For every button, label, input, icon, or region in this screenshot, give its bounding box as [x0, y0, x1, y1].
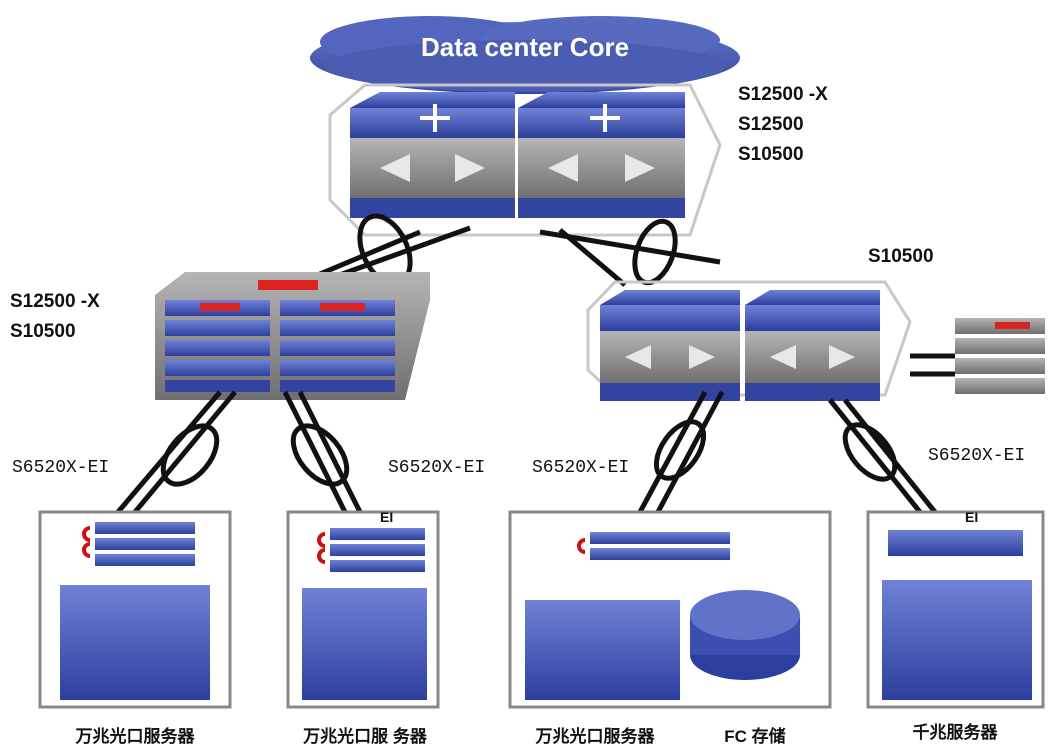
- core-cluster-outline: [328, 83, 722, 237]
- server-label-2: 万兆光口服 务器: [302, 726, 428, 746]
- access-tag-2: EI: [965, 509, 978, 525]
- core-cloud: Data center Core: [310, 16, 740, 94]
- fc-storage-icon: [690, 590, 800, 680]
- left-agg-model-2: S10500: [10, 321, 76, 342]
- access-model-1: S6520X-EI: [12, 458, 109, 478]
- server-box-2: EI: [286, 509, 440, 709]
- core-model-3: S10500: [738, 144, 804, 165]
- core-switch-right: [518, 92, 685, 218]
- server-label-4: FC 存储: [724, 726, 785, 746]
- server-box-4: EI: [866, 509, 1045, 709]
- server-label-1: 万兆光口服务器: [75, 726, 196, 746]
- side-links: [910, 353, 955, 377]
- arrows-icon: [380, 154, 485, 182]
- right-agg-model: S10500: [868, 246, 934, 267]
- right-agg-switch-right: [745, 290, 880, 401]
- core-model-1: S12500 -X: [738, 84, 828, 105]
- core-cloud-label: Data center Core: [421, 32, 629, 62]
- side-switch-stack: [955, 318, 1045, 394]
- access-model-4: S6520X-EI: [928, 446, 1025, 466]
- arrows-icon: [548, 154, 655, 182]
- right-agg-cluster-outline: [586, 280, 912, 397]
- access-model-3: S6520X-EI: [532, 458, 629, 478]
- core-model-2: S12500: [738, 114, 804, 135]
- server-box-1: [38, 510, 232, 709]
- left-agg-model-1: S12500 -X: [10, 291, 100, 312]
- aggregation-access-links: [116, 390, 937, 514]
- server-label-3: 万兆光口服务器: [535, 726, 656, 746]
- right-agg-switch-left: [600, 290, 740, 401]
- server-label-5: 千兆服务器: [913, 722, 999, 742]
- core-switch-left: [350, 92, 515, 218]
- server-box-3: [508, 510, 832, 709]
- left-aggregation-switch: [155, 272, 430, 400]
- access-model-2: S6520X-EI: [388, 458, 485, 478]
- access-tag-1: EI: [380, 509, 393, 525]
